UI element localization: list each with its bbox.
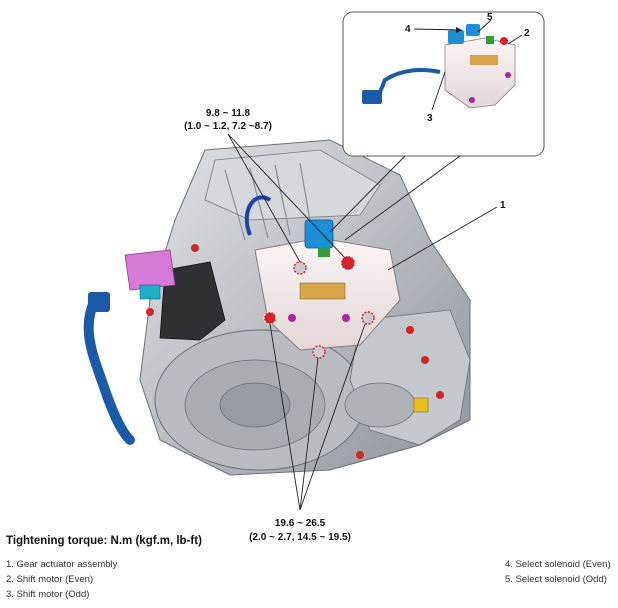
transmission-assembly-illustration (83, 139, 471, 476)
callout-5: 5 (487, 12, 493, 23)
legend-item: 5. Select solenoid (Odd) (505, 574, 607, 585)
leader-lines (227, 19, 523, 511)
lower-torque-line1: 19.6 ~ 26.5 (275, 518, 326, 529)
callout-3: 3 (427, 113, 433, 124)
legend-item: 3. Shift motor (Odd) (6, 589, 90, 600)
callout-1: 1 (500, 200, 506, 211)
gear-actuator-detail-illustration (362, 24, 516, 109)
legend-item: 4. Select solenoid (Even) (505, 559, 611, 570)
lower-torque-line2: (2.0 ~ 2.7, 14.5 ~ 19.5) (249, 532, 351, 543)
legend-item: 2. Shift motor (Even) (6, 574, 94, 585)
tightening-torque-title: Tightening torque: N.m (kgf.m, lb-ft) (6, 535, 202, 547)
callout-2: 2 (524, 28, 530, 39)
callout-4: 4 (405, 24, 411, 35)
upper-torque-line2: (1.0 ~ 1.2, 7.2 ~8.7) (184, 121, 272, 132)
upper-torque-line1: 9.8 ~ 11.8 (206, 108, 251, 119)
leader-arrowheads (456, 27, 462, 33)
legend-item: 1. Gear actuator assembly (6, 559, 118, 570)
